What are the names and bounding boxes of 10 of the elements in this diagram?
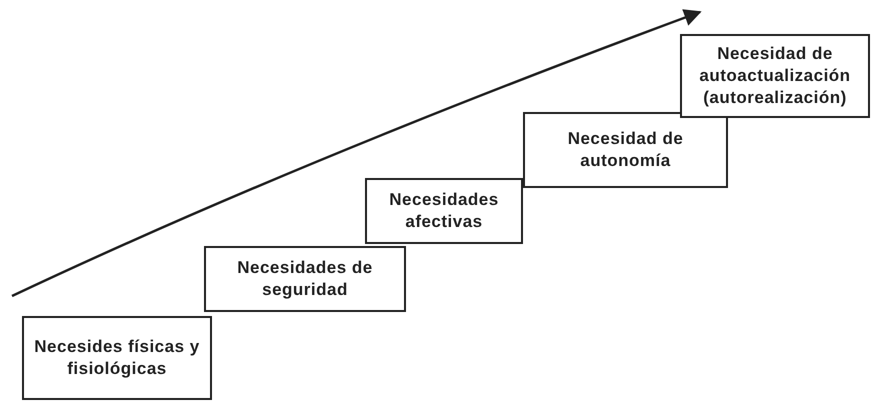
step-label: Necesidad de autonomía: [566, 128, 684, 172]
step-label: Necesidades afectivas: [388, 189, 500, 233]
step-box: [365, 178, 523, 244]
step-box: [204, 246, 406, 312]
step-label: Necesides físicas y fisiológicas: [33, 336, 201, 380]
step-label: Necesidades de seguridad: [236, 257, 374, 301]
step-label: Necesidad de autoactualización (autorealización): [698, 43, 852, 109]
step-box: [680, 34, 870, 118]
step-box: [523, 112, 728, 188]
step-box: [22, 316, 212, 400]
